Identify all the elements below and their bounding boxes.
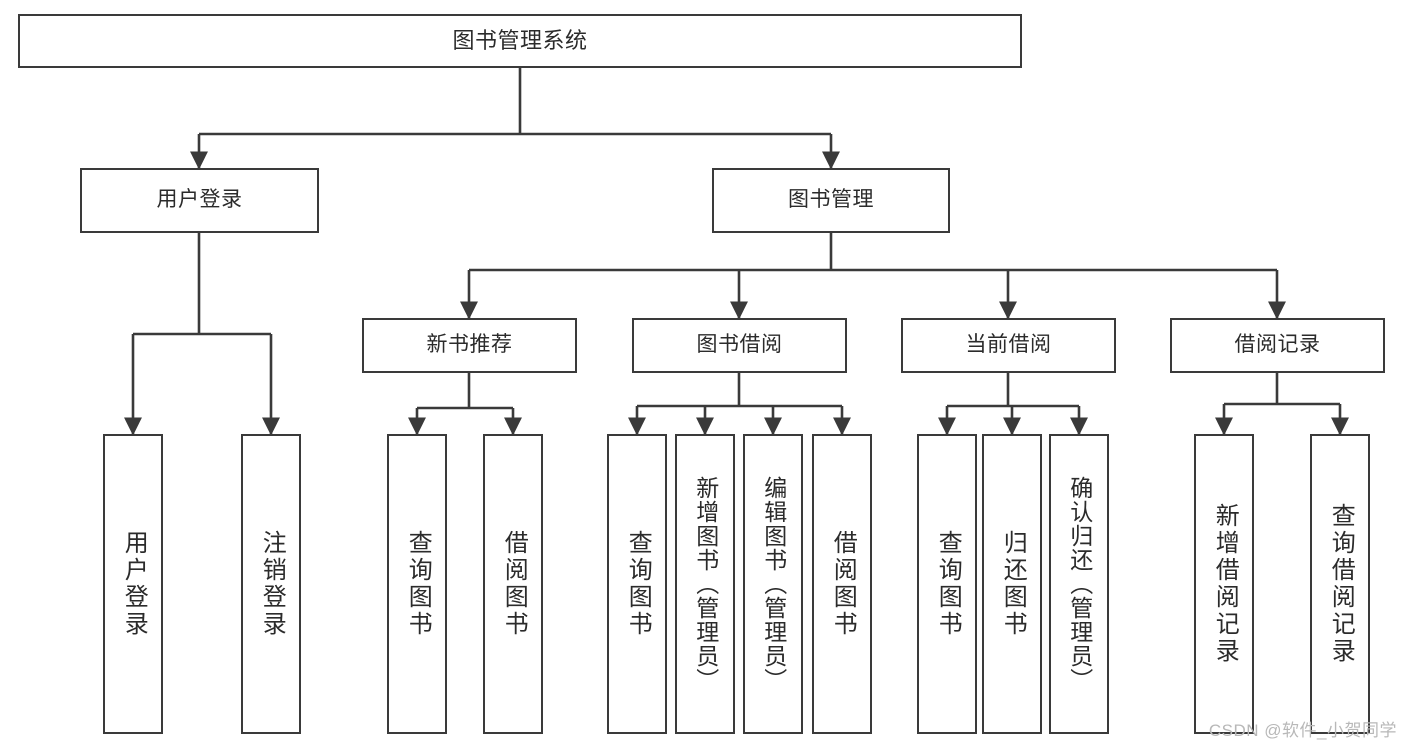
node-label: 查询图书 (404, 530, 432, 638)
watermark: CSDN @软件_小贺同学 (1208, 721, 1397, 740)
node-user-login[interactable]: 用户登录 (80, 168, 319, 233)
leaf-query-borrow-record[interactable]: 查询借阅记录 (1310, 434, 1370, 734)
node-label: 查询借阅记录 (1327, 503, 1355, 665)
leaf-return-book[interactable]: 归还图书 (982, 434, 1042, 734)
node-label: 借阅图书 (500, 530, 528, 638)
node-book-borrow[interactable]: 图书借阅 (632, 318, 847, 373)
leaf-confirm-return-admin[interactable]: 确认归还（管理员） (1049, 434, 1109, 734)
node-label: 确认归还（管理员） (1066, 476, 1093, 692)
leaf-borrow-book[interactable]: 借阅图书 (812, 434, 872, 734)
node-label: 用户登录 (120, 530, 148, 638)
node-book-management[interactable]: 图书管理 (712, 168, 950, 233)
leaf-user-login[interactable]: 用户登录 (103, 434, 163, 734)
leaf-edit-book-admin[interactable]: 编辑图书（管理员） (743, 434, 803, 734)
node-label: 查询图书 (624, 530, 652, 638)
node-label: 注销登录 (258, 530, 286, 638)
leaf-query-book-current[interactable]: 查询图书 (917, 434, 977, 734)
leaf-query-book-newbook[interactable]: 查询图书 (387, 434, 447, 734)
node-root-system[interactable]: 图书管理系统 (18, 14, 1022, 68)
node-label: 新增借阅记录 (1211, 503, 1239, 665)
node-label: 归还图书 (999, 530, 1027, 638)
leaf-query-book-borrow[interactable]: 查询图书 (607, 434, 667, 734)
leaf-add-book-admin[interactable]: 新增图书（管理员） (675, 434, 735, 734)
node-label: 查询图书 (934, 530, 962, 638)
node-label: 图书管理 (788, 188, 874, 212)
leaf-logout[interactable]: 注销登录 (241, 434, 301, 734)
node-label: 编辑图书（管理员） (760, 476, 787, 692)
node-label: 借阅记录 (1234, 333, 1321, 357)
node-new-book-recommend[interactable]: 新书推荐 (362, 318, 577, 373)
node-label: 用户登录 (156, 188, 243, 212)
node-borrow-record[interactable]: 借阅记录 (1170, 318, 1385, 373)
node-label: 借阅图书 (829, 530, 857, 638)
node-label: 新增图书（管理员） (692, 476, 719, 692)
node-label: 新书推荐 (426, 333, 513, 357)
node-label: 当前借阅 (965, 333, 1052, 357)
node-label: 图书管理系统 (452, 28, 588, 54)
node-current-borrow[interactable]: 当前借阅 (901, 318, 1116, 373)
node-label: 图书借阅 (696, 333, 783, 357)
leaf-borrow-book-newbook[interactable]: 借阅图书 (483, 434, 543, 734)
leaf-add-borrow-record[interactable]: 新增借阅记录 (1194, 434, 1254, 734)
